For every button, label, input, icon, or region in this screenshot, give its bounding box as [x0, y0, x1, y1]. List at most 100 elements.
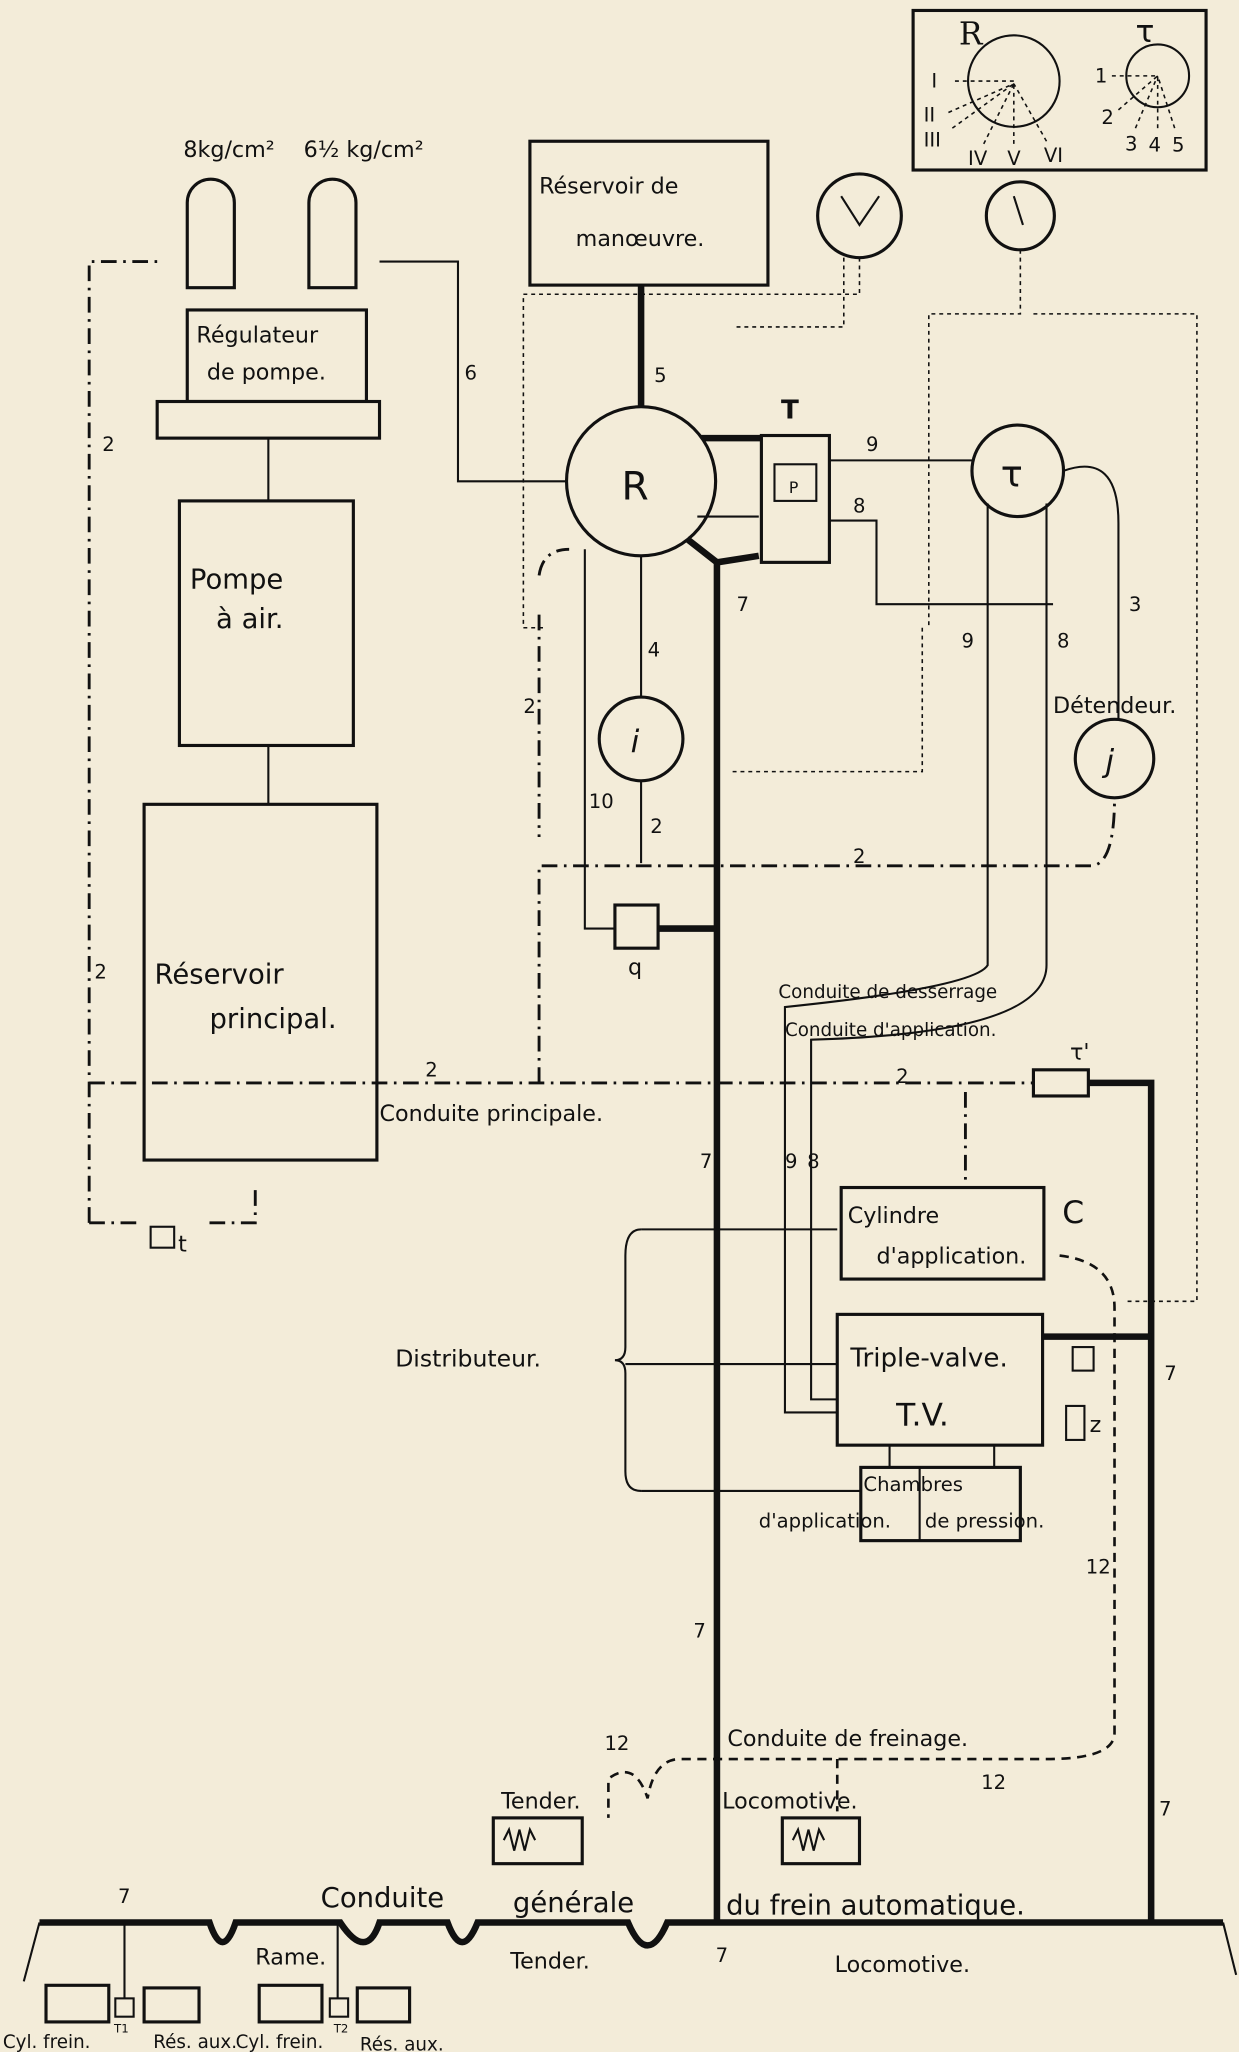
- locomotive-label: Locomotive.: [835, 1952, 970, 1978]
- cylindre-label: Cylindre: [848, 1203, 940, 1229]
- chambres-label: Chambres: [863, 1473, 963, 1496]
- regulateur-label: Régulateur: [196, 323, 319, 349]
- pompe-label: Pompe: [190, 565, 283, 596]
- tau-prime-valve: [1031, 1068, 1090, 1098]
- cylindre-application-box: [839, 1185, 1046, 1281]
- svg-text:6: 6: [465, 361, 477, 384]
- regulateur-box: [185, 308, 369, 404]
- svg-text:2: 2: [102, 433, 114, 456]
- tau-label: τ: [1001, 453, 1023, 496]
- triple-valve-box: [835, 1312, 1045, 1447]
- legend-pos: III: [924, 128, 941, 151]
- drain-cock: [149, 1225, 176, 1249]
- svg-text:3: 3: [1129, 593, 1141, 616]
- svg-text:2: 2: [650, 815, 662, 838]
- tank-right: [307, 177, 358, 290]
- svg-text:9: 9: [962, 629, 974, 652]
- conduite-generale-label: Conduite: [321, 1883, 444, 1914]
- pipe-numbers: 6 5 9 8 7 4 2 10 2 9 8 3 2 2 2 2 2 7 9 8…: [94, 361, 1176, 1966]
- svg-text:12: 12: [981, 1771, 1006, 1794]
- conduite-principale-label: Conduite principale.: [380, 1101, 604, 1127]
- svg-text:2: 2: [94, 960, 106, 983]
- legend-pos: II: [924, 104, 936, 127]
- svg-text:8: 8: [807, 1150, 819, 1173]
- svg-text:8: 8: [853, 495, 865, 518]
- j-detendeur: [1073, 717, 1156, 800]
- svg-text:12: 12: [604, 1732, 629, 1755]
- triple-valve-label: T.V.: [895, 1398, 949, 1434]
- tank-left: [185, 177, 236, 290]
- svg-text:7: 7: [700, 1150, 712, 1173]
- svg-text:4: 4: [648, 639, 660, 662]
- R-label: R: [621, 465, 648, 510]
- reservoir-manoeuvre-box: [528, 139, 770, 287]
- legend-pos: I: [931, 70, 937, 93]
- detendeur-label: Détendeur.: [1053, 693, 1176, 719]
- svg-text:7: 7: [716, 1944, 728, 1967]
- q-label: q: [628, 954, 642, 980]
- regulateur-base: [155, 399, 382, 440]
- conduite-generale-label: du frein automatique.: [726, 1891, 1025, 1922]
- T2-label: T2: [333, 2021, 349, 2035]
- conduite-freinage-label: Conduite de freinage.: [727, 1726, 968, 1752]
- reservoir-principal-label: principal.: [209, 1004, 336, 1035]
- tau-prime-label: τ': [1070, 1039, 1090, 1065]
- svg-text:2: 2: [853, 845, 865, 868]
- svg-text:8: 8: [1057, 629, 1069, 652]
- i-label: i: [631, 724, 640, 760]
- gauge-right-label: 6½ kg/cm²: [304, 137, 424, 163]
- legend-pos: 3: [1125, 132, 1137, 155]
- z-valve: [1065, 1404, 1086, 1441]
- svg-text:2: 2: [425, 1058, 437, 1081]
- legend-pos: IV: [968, 147, 988, 170]
- chambres-label: de pression.: [925, 1510, 1044, 1533]
- svg-text:7: 7: [1159, 1797, 1171, 1820]
- drain-label: t: [178, 1232, 187, 1258]
- svg-text:7: 7: [737, 593, 749, 616]
- legend-pos: 2: [1101, 106, 1113, 129]
- legend-pos: 1: [1095, 64, 1107, 87]
- T-label: T: [781, 396, 799, 426]
- svg-text:12: 12: [1086, 1555, 1111, 1578]
- reservoir-manoeuvre-label: Réservoir de: [539, 174, 678, 200]
- reservoir-principal-label: Réservoir: [155, 959, 285, 990]
- legend-pos: VI: [1044, 144, 1063, 167]
- T-valve: [759, 433, 831, 564]
- svg-text:2: 2: [896, 1065, 908, 1088]
- tender-label: Tender.: [509, 1948, 589, 1974]
- chambres-label: d'application.: [759, 1510, 891, 1533]
- res-aux-label: Rés. aux.: [360, 2035, 444, 2052]
- legend-pos: V: [1007, 147, 1021, 170]
- loco-cylinder: [780, 1816, 862, 1866]
- tender-cylinder: [491, 1816, 584, 1866]
- svg-text:10: 10: [589, 790, 614, 813]
- chambres-box: [859, 1465, 1022, 1543]
- conduite-application-label: Conduite d'application.: [785, 1020, 996, 1041]
- cylindre-label: d'application.: [876, 1243, 1026, 1269]
- res-aux-label: Rés. aux.: [153, 2032, 237, 2052]
- svg-text:9: 9: [866, 433, 878, 456]
- reservoir-manoeuvre-label: manœuvre.: [576, 226, 705, 252]
- conduite-generale-label: générale: [513, 1888, 634, 1919]
- pressure-gauge: [816, 172, 903, 260]
- svg-text:2: 2: [523, 695, 535, 718]
- legend-pos: 5: [1172, 134, 1184, 157]
- cyl-frein-label: Cyl. frein.: [3, 2032, 91, 2052]
- gauge-left-label: 8kg/cm²: [183, 137, 274, 163]
- j-label: j: [1101, 744, 1114, 780]
- conduite-desserrage-label: Conduite de desserrage: [778, 982, 997, 1003]
- P-label: P: [789, 478, 798, 497]
- pompe-label: à air.: [216, 604, 284, 635]
- legend-tau-label: τ: [1135, 14, 1154, 50]
- loco-cylinder-label: Locomotive.: [722, 1789, 857, 1815]
- C-label: C: [1062, 1195, 1084, 1231]
- tender-cylinder-label: Tender.: [500, 1789, 580, 1815]
- wagon-brake-set: [44, 1983, 412, 2024]
- svg-text:7: 7: [118, 1885, 130, 1908]
- T1-label: T1: [113, 2021, 129, 2035]
- cyl-frein-label: Cyl. frein.: [236, 2032, 324, 2052]
- s-valve: [1071, 1346, 1095, 1372]
- legend-R-label: R: [959, 16, 984, 52]
- q-valve: [613, 903, 660, 950]
